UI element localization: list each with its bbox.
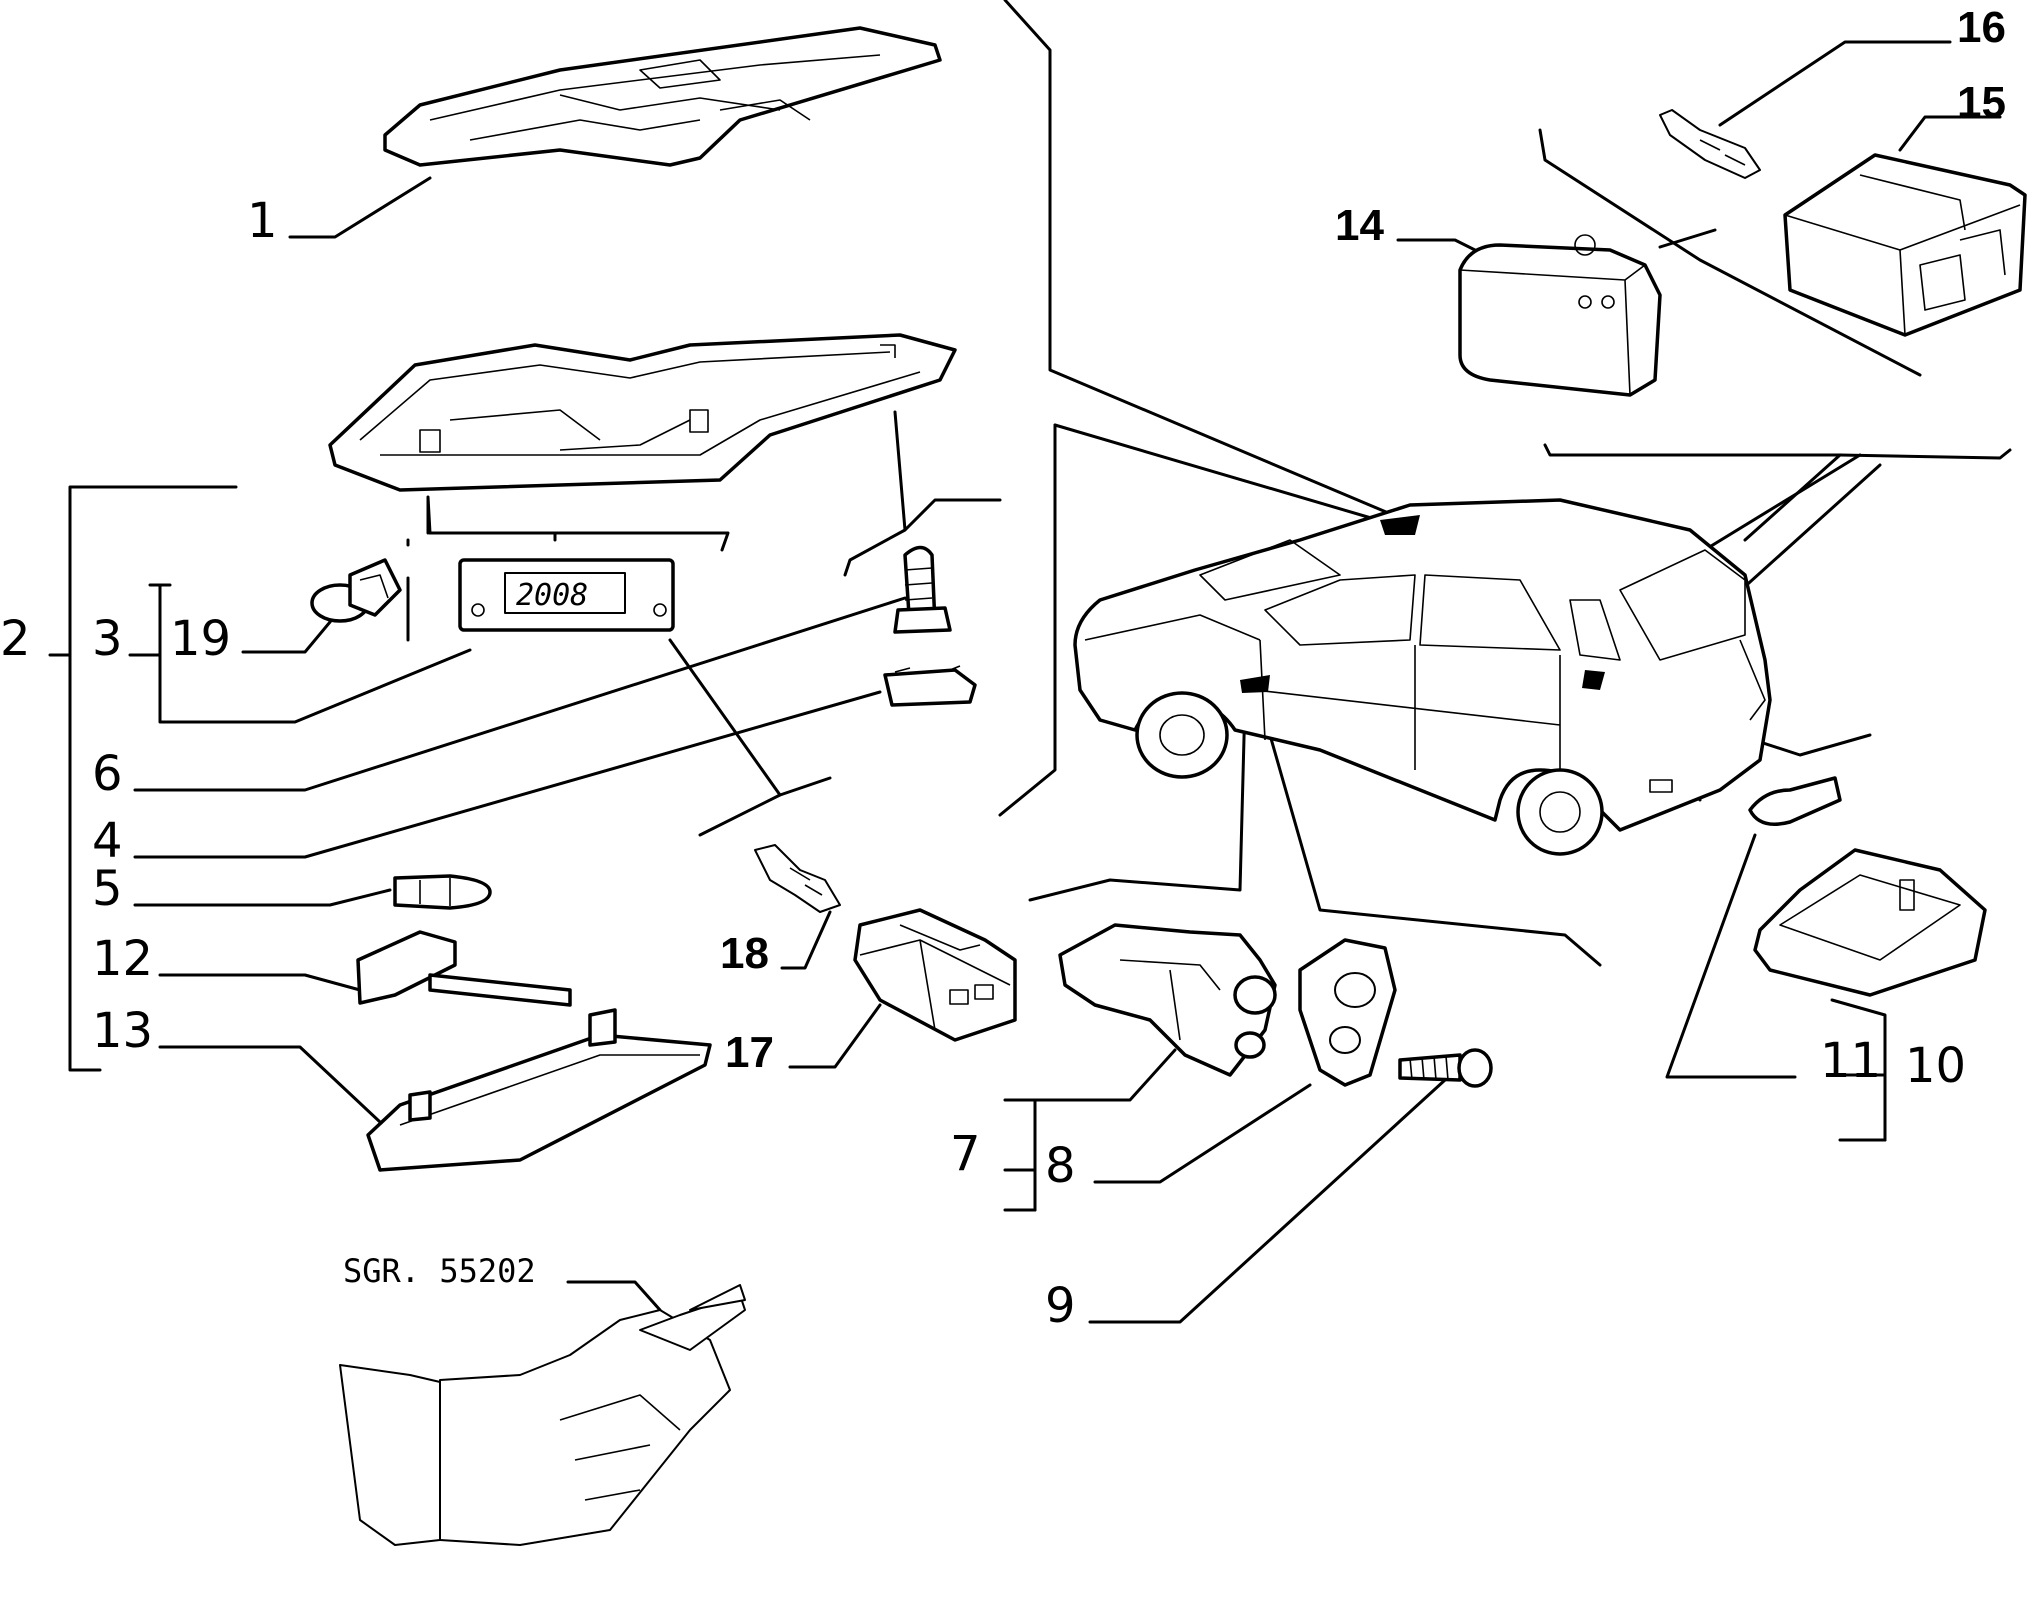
label-4: 4	[92, 813, 123, 869]
part-18-terminal	[754, 844, 841, 913]
part-3-display: 2008	[458, 558, 675, 632]
label-10: 10	[1905, 1038, 1966, 1094]
label-15: 15	[1957, 78, 2006, 127]
label-7: 7	[950, 1126, 981, 1182]
label-13: 13	[92, 1003, 153, 1059]
leader-lines	[48, 0, 2012, 1324]
label-3: 3	[92, 611, 123, 667]
part-1-roof-panel	[383, 26, 942, 167]
label-6: 6	[92, 746, 123, 802]
label-1: 1	[247, 193, 278, 249]
label-14: 14	[1335, 201, 1384, 250]
part-17-connector	[853, 908, 1017, 1042]
part-2-lamp-housing	[328, 333, 957, 492]
part-14-module	[1458, 234, 1662, 397]
label-17: 17	[725, 1028, 774, 1077]
label-9: 9	[1045, 1278, 1076, 1334]
display-readout: 2008	[516, 578, 588, 613]
callout-labels: 1 2 3 19 6 4 5 12 13 18 17 7 8 9 14 15 1…	[0, 3, 2006, 1334]
label-8: 8	[1045, 1138, 1076, 1194]
label-2: 2	[0, 611, 31, 667]
part-11-bulb	[1748, 776, 1842, 826]
part-6-clip	[893, 545, 952, 634]
tool-hand-illustration	[339, 1284, 746, 1546]
tool-code-label: SGR. 55202	[343, 1252, 536, 1290]
part-9-screw	[1398, 1048, 1493, 1088]
label-16: 16	[1957, 3, 2006, 52]
part-8-gasket	[1298, 938, 1397, 1087]
label-5: 5	[92, 861, 123, 917]
part-7-door-switch	[1058, 923, 1277, 1077]
part-5-bulb	[393, 874, 492, 910]
car-illustration	[1073, 498, 1772, 856]
part-4-tab	[883, 665, 977, 707]
part-15-fuse-box	[1783, 153, 2027, 337]
part-10-lamp-housing	[1753, 848, 1987, 997]
part-13-cover	[366, 1008, 712, 1172]
label-18: 18	[720, 929, 769, 978]
label-12: 12	[92, 931, 153, 987]
part-16-terminal	[1659, 109, 1761, 179]
label-19: 19	[170, 611, 231, 667]
part-12-switch	[356, 930, 572, 1007]
part-19-bulb-holder	[310, 558, 402, 623]
label-11: 11	[1820, 1033, 1881, 1089]
